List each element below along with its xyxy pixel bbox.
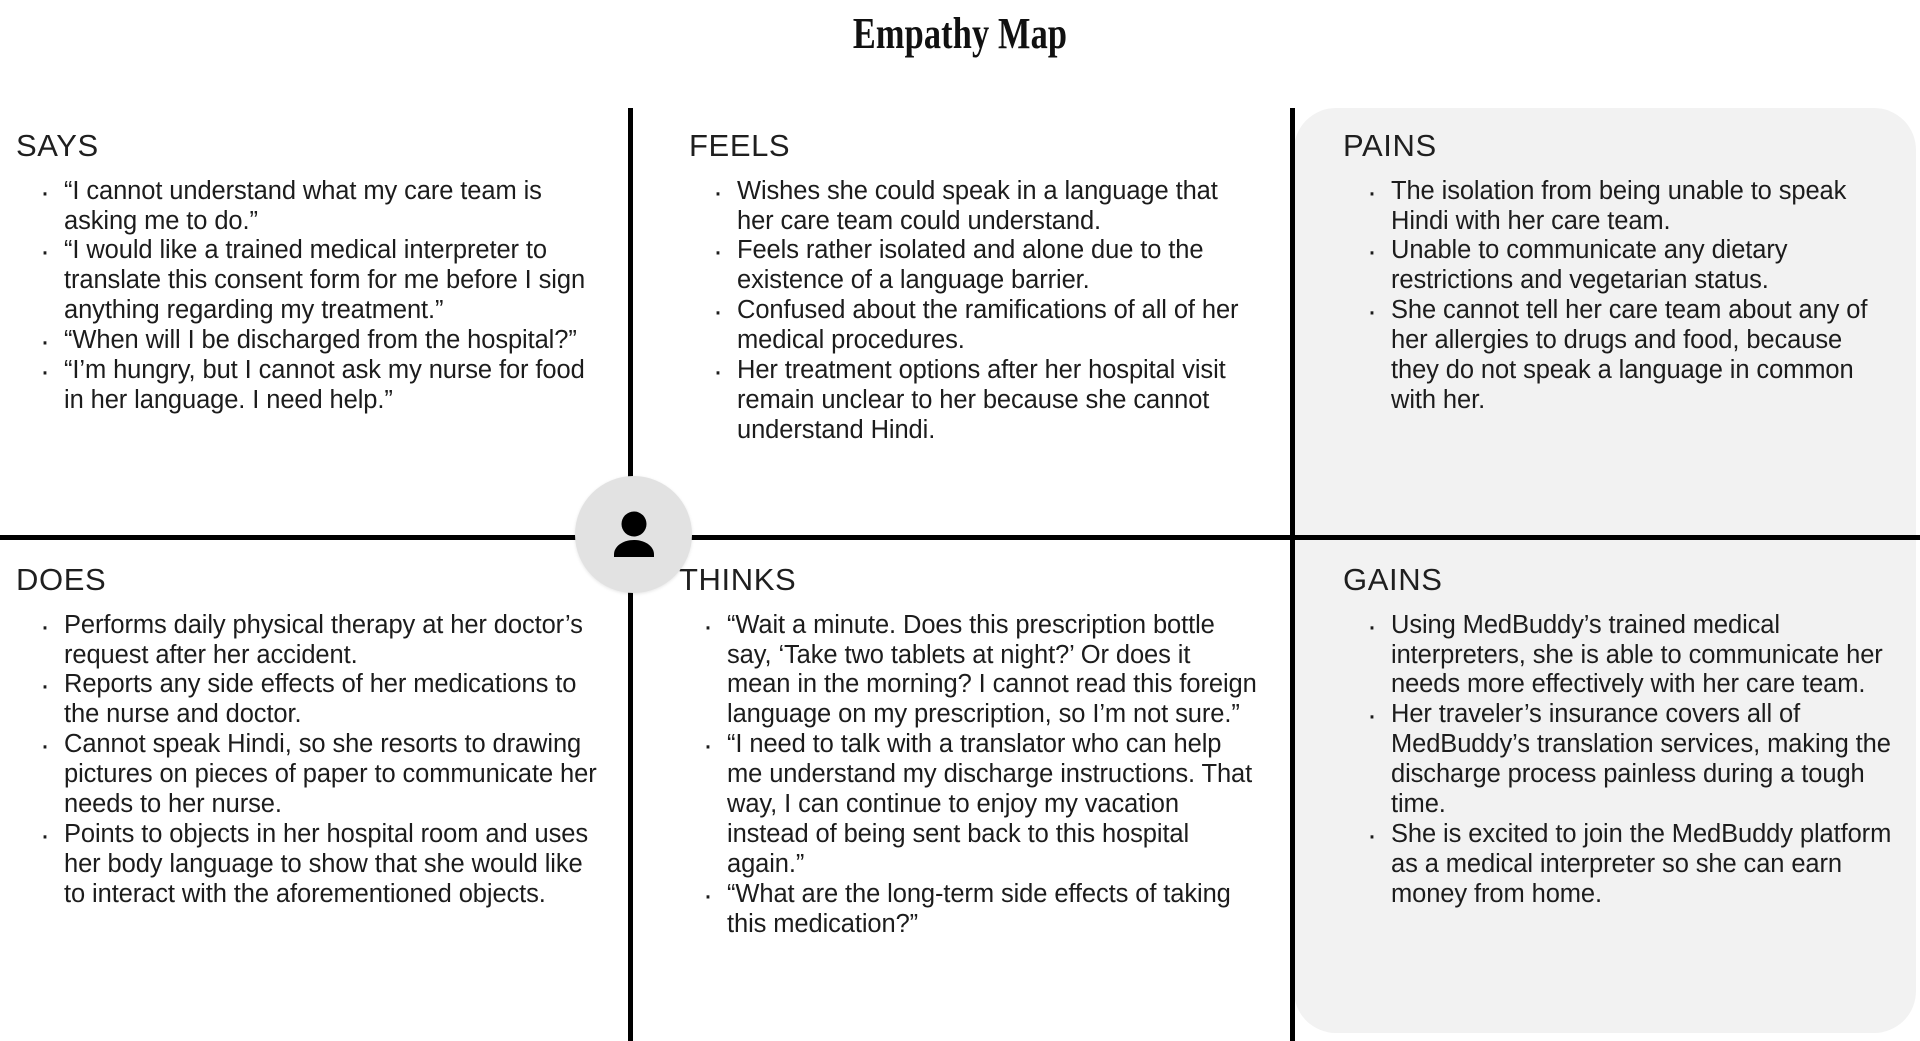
quadrant-pains: PAINS The isolation from being unable to… [1295,108,1920,535]
bullet-list-feels: Wishes she could speak in a language tha… [689,175,1260,447]
list-item: Her traveler’s insurance covers all of M… [1365,698,1892,820]
bullet-list-gains: Using MedBuddy’s trained medical interpr… [1343,609,1892,911]
list-item: “I’m hungry, but I cannot ask my nurse f… [38,354,604,416]
list-item: Cannot speak Hindi, so she resorts to dr… [38,728,604,820]
persona-avatar [575,476,692,593]
list-item: Feels rather isolated and alone due to t… [711,234,1260,296]
list-item: Confused about the ramifications of all … [711,294,1260,356]
quadrant-heading-does: DOES [16,562,107,597]
bullet-list-does: Performs daily physical therapy at her d… [16,609,604,911]
horizontal-divider [0,535,1920,540]
list-item: Unable to communicate any dietary restri… [1365,234,1892,296]
list-item: “What are the long-term side effects of … [701,878,1260,940]
quadrant-heading-gains: GAINS [1343,562,1443,597]
bullet-list-pains: The isolation from being unable to speak… [1343,175,1892,417]
quadrant-feels: FEELS Wishes she could speak in a langua… [633,108,1290,535]
vertical-divider-right [1290,108,1295,1041]
list-item: Points to objects in her hospital room a… [38,818,604,910]
bullet-list-thinks: “Wait a minute. Does this prescription b… [679,609,1260,940]
quadrant-does: DOES Performs daily physical therapy at … [0,540,628,1041]
list-item: “When will I be discharged from the hosp… [38,324,604,359]
list-item: Performs daily physical therapy at her d… [38,609,604,671]
page-title: Empathy Map [852,9,1068,58]
list-item: The isolation from being unable to speak… [1365,175,1892,237]
list-item: She cannot tell her care team about any … [1365,294,1892,416]
list-item: Reports any side effects of her medicati… [38,668,604,730]
quadrant-thinks: THINKS “Wait a minute. Does this prescri… [633,540,1290,1041]
quadrant-gains: GAINS Using MedBuddy’s trained medical i… [1295,540,1920,1041]
list-item: Wishes she could speak in a language tha… [711,175,1260,237]
quadrant-heading-thinks: THINKS [679,562,797,597]
list-item: “I cannot understand what my care team i… [38,175,604,237]
quadrant-heading-feels: FEELS [689,128,791,163]
quadrant-says: SAYS “I cannot understand what my care t… [0,108,628,535]
list-item: Using MedBuddy’s trained medical interpr… [1365,609,1892,701]
list-item: “Wait a minute. Does this prescription b… [701,609,1260,731]
person-icon [602,503,666,567]
list-item: “I need to talk with a translator who ca… [701,728,1260,880]
quadrant-heading-says: SAYS [16,128,99,163]
bullet-list-says: “I cannot understand what my care team i… [16,175,604,417]
list-item: She is excited to join the MedBuddy plat… [1365,818,1892,910]
list-item: “I would like a trained medical interpre… [38,234,604,326]
list-item: Her treatment options after her hospital… [711,354,1260,446]
quadrant-heading-pains: PAINS [1343,128,1437,163]
